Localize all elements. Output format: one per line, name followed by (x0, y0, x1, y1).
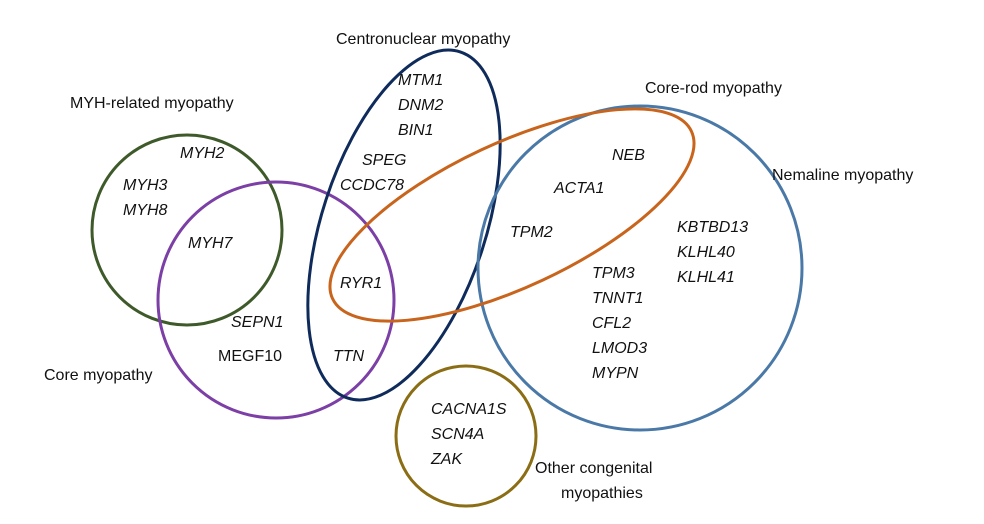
gene-myh3: MYH3 (123, 177, 168, 194)
gene-mtm1: MTM1 (398, 72, 443, 89)
myh-related-ring (90, 133, 284, 327)
gene-sepn1: SEPN1 (231, 314, 283, 331)
gene-cacna1s: CACNA1S (431, 401, 507, 418)
gene-tpm2: TPM2 (510, 224, 553, 241)
gene-cfl2: CFL2 (592, 315, 631, 332)
gene-speg: SPEG (362, 152, 406, 169)
gene-kbtbd13: KBTBD13 (677, 219, 748, 236)
gene-ccdc78: CCDC78 (340, 177, 404, 194)
gene-ryr1: RYR1 (340, 275, 382, 292)
gene-ttn: TTN (333, 348, 365, 365)
other-congenital-ring (394, 364, 538, 508)
gene-myh8: MYH8 (123, 202, 168, 219)
core-myopathy-ring (156, 180, 396, 420)
other-congenital-label-line2: myopathies (561, 485, 643, 502)
gene-klhl41: KLHL41 (677, 269, 735, 286)
gene-scn4a: SCN4A (431, 426, 484, 443)
gene-klhl40: KLHL40 (677, 244, 735, 261)
other-congenital-label-line1: Other congenital (535, 460, 652, 477)
gene-myh7: MYH7 (188, 235, 234, 252)
gene-megf10: MEGF10 (218, 348, 282, 365)
nemaline-ring (476, 104, 804, 432)
gene-tpm3: TPM3 (592, 265, 635, 282)
centronuclear-label: Centronuclear myopathy (336, 31, 510, 48)
gene-tnnt1: TNNT1 (592, 290, 644, 307)
gene-lmod3: LMOD3 (592, 340, 647, 357)
gene-neb: NEB (612, 147, 645, 164)
core-myopathy-label: Core myopathy (44, 367, 153, 384)
nemaline-label: Nemaline myopathy (772, 167, 913, 184)
gene-bin1: BIN1 (398, 122, 434, 139)
gene-zak: ZAK (430, 451, 463, 468)
gene-myh2: MYH2 (180, 145, 225, 162)
myh-related-label: MYH-related myopathy (70, 95, 234, 112)
gene-acta1: ACTA1 (553, 180, 604, 197)
centronuclear-ring (306, 48, 502, 402)
core-rod-ring (328, 107, 696, 323)
gene-mypn: MYPN (592, 365, 639, 382)
core-rod-label: Core-rod myopathy (645, 80, 782, 97)
gene-dnm2: DNM2 (398, 97, 443, 114)
